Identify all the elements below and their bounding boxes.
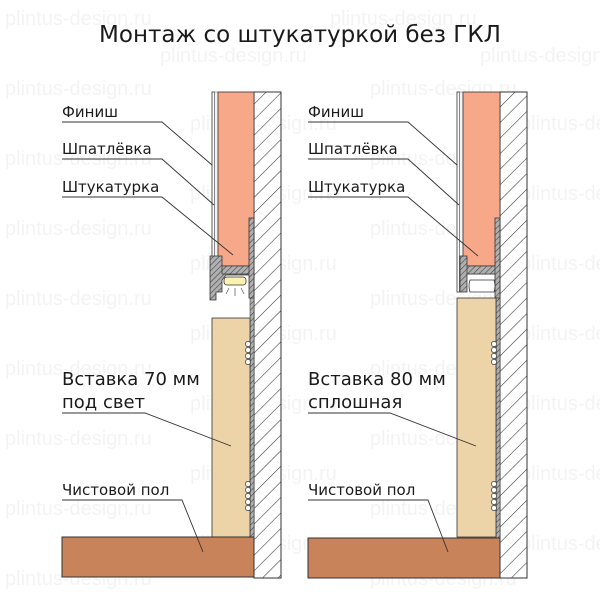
left-label-finish: Финиш <box>62 103 118 121</box>
svg-text:plintus-design.ru: plintus-design.ru <box>5 288 152 310</box>
left-label-insert-line2: под свет <box>62 392 145 413</box>
left-diagram: Финиш Шпатлёвка Штукатурка Вставка 70 мм… <box>61 91 282 579</box>
right-insert-80mm <box>456 297 497 538</box>
left-insert-70mm <box>211 317 251 538</box>
left-wall-hatch <box>253 91 282 579</box>
right-wall-hatch <box>499 91 528 579</box>
left-label-putty: Шпатлёвка <box>62 140 152 158</box>
svg-text:plintus-design.ru: plintus-design.ru <box>520 533 600 555</box>
left-label-floor: Чистовой пол <box>62 481 169 499</box>
left-aluminium-profile <box>209 217 255 301</box>
left-label-plaster: Штукатурка <box>62 178 159 196</box>
svg-text:plintus-design.ru: plintus-design.ru <box>5 358 152 380</box>
svg-text:plintus-design.ru: plintus-design.ru <box>160 45 307 67</box>
left-finish-layer <box>211 91 215 263</box>
svg-text:plintus-design.ru: plintus-design.ru <box>5 428 152 450</box>
right-label-floor: Чистовой пол <box>308 481 415 499</box>
svg-text:plintus-design.ru: plintus-design.ru <box>330 8 477 30</box>
right-label-insert-line1: Вставка 80 мм <box>308 369 446 390</box>
led-light-rays <box>225 287 245 296</box>
diagram-title: Монтаж со штукатуркой без ГКЛ <box>99 22 501 48</box>
right-glue-dots <box>491 341 497 511</box>
left-label-insert-line1: Вставка 70 мм <box>62 369 200 390</box>
svg-text:plintus-design.ru: plintus-design.ru <box>5 498 152 520</box>
led-strip <box>223 276 247 286</box>
left-putty-layer <box>214 91 219 263</box>
right-label-insert-line2: сплошная <box>308 392 402 413</box>
svg-text:plintus-design.ru: plintus-design.ru <box>5 218 152 240</box>
svg-text:plintus-design.ru: plintus-design.ru <box>520 253 600 275</box>
svg-text:plintus-design.ru: plintus-design.ru <box>520 113 600 135</box>
svg-text:plintus-design.ru: plintus-design.ru <box>520 183 600 205</box>
svg-text:plintus-design.ru: plintus-design.ru <box>5 8 152 30</box>
left-plaster <box>217 91 255 267</box>
right-profile-channel <box>468 279 496 293</box>
svg-text:plintus-design.ru: plintus-design.ru <box>480 45 600 67</box>
right-floor <box>307 537 501 579</box>
svg-text:plintus-design.ru: plintus-design.ru <box>5 78 152 100</box>
right-label-plaster: Штукатурка <box>308 178 405 196</box>
right-label-finish: Финиш <box>308 103 364 121</box>
svg-text:plintus-design.ru: plintus-design.ru <box>520 463 600 485</box>
right-diagram: Финиш Шпатлёвка Штукатурка Вставка 80 мм… <box>307 91 528 579</box>
svg-text:plintus-design.ru: plintus-design.ru <box>520 323 600 345</box>
svg-text:plintus-design.ru: plintus-design.ru <box>520 393 600 415</box>
left-glue-dots <box>245 341 251 511</box>
right-label-putty: Шпатлёвка <box>308 140 398 158</box>
right-plaster <box>462 91 501 267</box>
right-finish-layer <box>456 91 460 293</box>
left-floor <box>61 536 255 578</box>
